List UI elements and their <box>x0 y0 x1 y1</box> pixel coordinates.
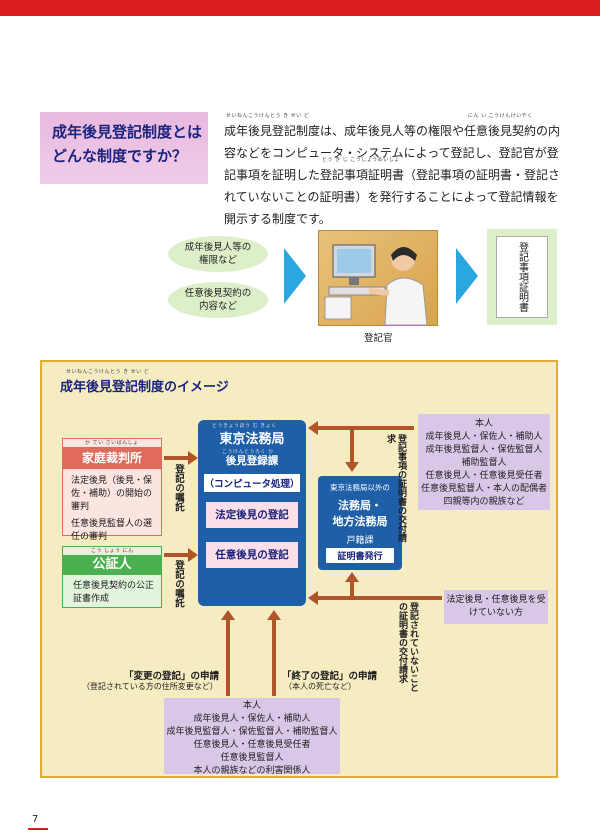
end-app-title: 「終了の登記」の申請 <box>282 671 378 682</box>
change-app-sub: （登記されている方の住所変更など） <box>82 682 218 691</box>
applicants-bottom-line: 任意後見監督人 <box>220 753 284 763</box>
tokyo-processing: （コンピュータ処理） <box>204 474 300 492</box>
applicants-right-line: 任意後見人・任意後見受任者 <box>425 471 543 481</box>
applicants-right-title: 本人 <box>474 419 493 429</box>
applicants-right-line: 補助監督人 <box>461 458 507 468</box>
applicants-right-line: 成年後見監督人・保佐監督人 <box>425 445 543 455</box>
not-received-box: 法定後見・任意後見を受けていない方 <box>444 590 548 624</box>
arrow-shaft-notary <box>164 553 190 557</box>
question-title: 成年後見登記制度とは どんな制度ですか？ <box>52 120 202 168</box>
applicants-right-line: 任意後見監督人・本人の配偶者 <box>420 484 547 494</box>
registrar-illustration <box>318 230 438 326</box>
shokutaku-label-2: 登記の嘱託 <box>173 560 184 608</box>
arrow-up-change-icon <box>221 610 235 620</box>
oval-contract-line-2: 内容など <box>198 301 237 312</box>
flow-oval-contract: 任意後見契約の 内容など <box>168 282 268 318</box>
oval-contract-line-1: 任意後見契約の <box>184 288 252 299</box>
family-court-item-2: 任意後見監督人の選任の審判 <box>71 519 153 542</box>
oval-rights-line-2: 権限など <box>198 255 237 266</box>
intro-paragraph: 成年後見登記制度は、成年後見人等の権限や任意後見契約の内容などをコンピュータ・シ… <box>224 124 561 226</box>
intro-ruby-2: にん い こうけんけいやく <box>468 113 533 119</box>
end-app-sub: （本人の死亡など） <box>284 682 356 691</box>
request-shaft-up <box>350 580 354 596</box>
flow-oval-rights: 成年後見人等の 権限など <box>168 236 268 272</box>
request-shaft-bottom <box>318 596 442 600</box>
notary-item: 任意後見契約の公正証書作成 <box>73 581 155 604</box>
applicants-bottom-line: 本人の親族などの利害関係人 <box>193 766 311 776</box>
applicants-right-line: 四親等内の親族など <box>443 497 525 507</box>
arrow-shaft-court <box>164 456 190 460</box>
shokutaku-label-1: 登記の嘱託 <box>173 464 184 512</box>
applicants-bottom-title: 本人 <box>242 701 261 711</box>
arrow-left-request-2-icon <box>308 591 318 605</box>
request-shaft-top <box>318 426 414 430</box>
other-bureaus-top: 東京法務局以外の <box>330 483 390 492</box>
other-bureaus-section: 戸籍課 <box>346 536 374 546</box>
applicants-bottom-line: 任意後見人・任意後見受任者 <box>193 740 311 750</box>
certificate-document: 登記事項証明書 <box>496 236 548 318</box>
other-bureaus-title-1: 法務局・ <box>338 499 382 512</box>
notary-box: こう しょう にん 公証人 任意後見契約の公正証書作成 <box>62 546 162 608</box>
registry-legal: 法定後見の登記 <box>206 502 298 528</box>
arrow-right-notary-icon <box>188 548 198 562</box>
intro-ruby-3: とう き じ こうしょうめいしょ <box>322 157 400 163</box>
top-red-bar <box>0 0 600 16</box>
arrow-up-end-icon <box>267 610 281 620</box>
applicants-bottom-line: 成年後見人・保佐人・補助人 <box>193 714 311 724</box>
page-number: 7 <box>32 814 39 825</box>
page-number-underline <box>28 828 48 830</box>
arrow-down-other-bureaus-icon <box>345 462 359 472</box>
change-shaft <box>226 620 230 696</box>
other-bureaus-box: 東京法務局以外の 法務局・ 地方法務局 戸籍課 証明書発行 <box>318 476 402 570</box>
registry-voluntary: 任意後見の登記 <box>206 542 298 568</box>
registrar-label: 登記官 <box>364 333 393 344</box>
image-title: 成年後見登記制度のイメージ <box>60 380 229 395</box>
oval-rights-line-1: 成年後見人等の <box>184 242 252 253</box>
question-line-2: どんな制度ですか？ <box>52 147 188 165</box>
arrow-up-other-bureaus-icon <box>345 572 359 582</box>
family-court-box: か てい さいばんしょ 家庭裁判所 法定後見（後見・保佐・補助）の開始の審判 任… <box>62 438 162 542</box>
question-banner <box>40 112 208 184</box>
family-court-ruby: か てい さいばんしょ <box>85 440 139 446</box>
registrar-at-computer-icon <box>324 244 428 326</box>
applicants-bottom-line: 成年後見監督人・保佐監督人・補助監督人 <box>166 727 338 737</box>
question-line-1: 成年後見登記制度とは <box>52 123 203 141</box>
applicants-bottom-box: 本人 成年後見人・保佐人・補助人 成年後見監督人・保佐監督人・補助監督人 任意後… <box>164 698 340 776</box>
image-title-ruby: せいねんこうけんとう き せい ど <box>66 369 150 375</box>
request-shaft-down <box>350 430 354 462</box>
end-shaft <box>272 620 276 696</box>
intro-ruby-1: せいねんこうけんとう き せい ど <box>226 113 310 119</box>
family-court-item-1: 法定後見（後見・保佐・補助）の開始の審判 <box>71 476 153 512</box>
arrow-left-request-icon <box>308 421 318 435</box>
other-bureaus-title-2: 地方法務局 <box>332 515 388 528</box>
change-app-title: 「変更の登記」の申請 <box>124 671 220 682</box>
tokyo-section: 後見登録課 <box>225 455 279 467</box>
certificate-issue: 証明書発行 <box>326 548 394 563</box>
notary-ruby: こう しょう にん <box>91 548 134 554</box>
applicants-right-line: 成年後見人・保佐人・補助人 <box>425 432 543 442</box>
family-court-title: 家庭裁判所 <box>63 447 161 469</box>
tokyo-section-ruby: こうけんとうろく か <box>222 449 274 455</box>
applicants-right-box: 本人 成年後見人・保佐人・補助人 成年後見監督人・保佐監督人 補助監督人 任意後… <box>418 414 550 510</box>
flow-arrow-right-icon <box>284 248 306 304</box>
flow-arrow-right-icon-2 <box>456 248 478 304</box>
request-label-1: 登記事項の証明書の交付請求 <box>385 434 406 542</box>
tokyo-ruby: とうきょうほう む きょく <box>212 423 277 429</box>
request-label-2: 登記されていないことの証明書の交付請求 <box>397 602 418 692</box>
tokyo-bureau-box: とうきょうほう む きょく 東京法務局 こうけんとうろく か 後見登録課 （コン… <box>198 420 306 606</box>
arrow-right-court-icon <box>188 451 198 465</box>
notary-title: 公証人 <box>63 555 161 575</box>
tokyo-title: 東京法務局 <box>219 432 285 447</box>
